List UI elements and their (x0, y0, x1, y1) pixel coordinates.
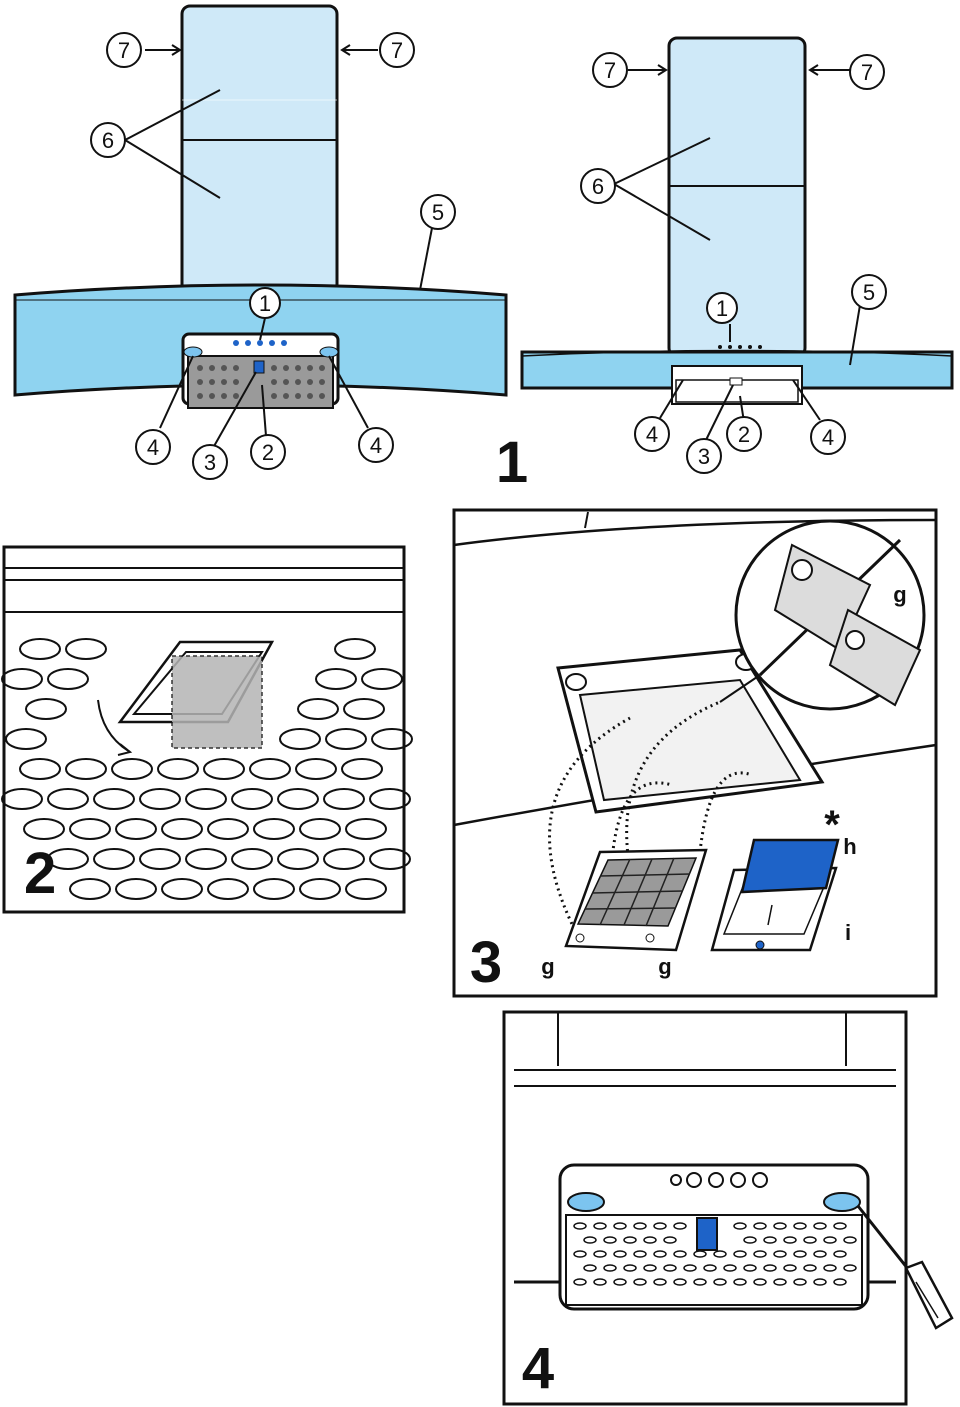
motion-arcs (548, 700, 753, 941)
filter-perforation (573, 1222, 857, 1286)
callout-2: 2 (738, 422, 750, 447)
callout-7: 7 (391, 38, 403, 63)
asterisk-mark: * (824, 803, 840, 847)
callout-3: 3 (698, 444, 710, 469)
figure1-left-hood: 7 7 6 5 1 4 3 2 4 (13, 4, 508, 480)
callout-7: 7 (604, 58, 616, 83)
filter-latch (729, 377, 743, 386)
filter-perforation (1, 638, 413, 900)
label-g-right: g (658, 954, 671, 979)
label-i: i (845, 920, 851, 945)
callout-7: 7 (861, 60, 873, 85)
figure4-lamp-replacement: 4 (502, 1010, 954, 1406)
control-buttons (670, 1172, 768, 1188)
control-buttons (233, 340, 287, 346)
label-h: h (843, 834, 856, 859)
label-g-detail: g (893, 582, 906, 607)
callout-1: 1 (259, 291, 271, 316)
callout-6: 6 (592, 174, 604, 199)
filter-latch (253, 360, 265, 374)
callout-4: 4 (370, 433, 382, 458)
filter-holes (197, 365, 325, 399)
lamp-left (567, 1192, 605, 1212)
left-callouts: 7 7 6 5 1 4 3 2 4 (90, 32, 456, 480)
callout-3: 3 (204, 450, 216, 475)
filter-latch (696, 1217, 718, 1251)
chimney (180, 4, 339, 294)
callout-1: 1 (716, 296, 728, 321)
figure-number-2: 2 (24, 841, 56, 906)
lamp-right (823, 1192, 861, 1212)
figure2-filter-latch-detail: 2 (1, 545, 413, 914)
right-callouts: 7 7 6 5 1 4 3 2 4 (580, 52, 887, 474)
callout-5: 5 (432, 200, 444, 225)
grease-filter-icon (740, 838, 840, 894)
figure1-right-hood: 7 7 6 5 1 4 3 2 4 (520, 36, 954, 474)
lamp-left (183, 346, 203, 358)
figure-number-3: 3 (470, 930, 502, 995)
figure-number-1: 1 (496, 430, 528, 495)
callout-6: 6 (102, 128, 114, 153)
control-buttons (718, 345, 762, 349)
lamp-right (319, 346, 339, 358)
label-g-left: g (541, 954, 554, 979)
callout-4: 4 (646, 422, 658, 447)
callout-5: 5 (863, 280, 875, 305)
callout-4: 4 (147, 435, 159, 460)
figure-number-4: 4 (522, 1336, 554, 1401)
screwdriver-icon (856, 1205, 954, 1330)
latch-handle (171, 655, 263, 749)
callout-2: 2 (262, 440, 274, 465)
callout-4: 4 (822, 425, 834, 450)
callout-7: 7 (118, 38, 130, 63)
figure3-filter-replacement: g g g * h i 3 (452, 508, 938, 998)
